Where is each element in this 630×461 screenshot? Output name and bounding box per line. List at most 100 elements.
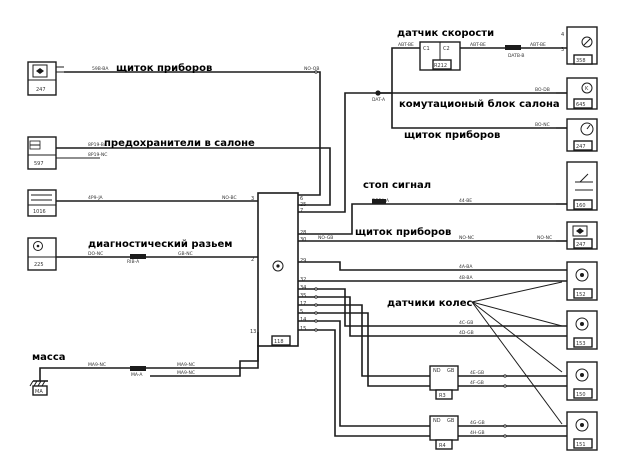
svg-text:MA9-NC: MA9-NC bbox=[177, 362, 195, 368]
ground-code: MA bbox=[35, 389, 43, 395]
svg-text:RIB-A: RIB-A bbox=[127, 259, 140, 265]
svg-text:BO-DB: BO-DB bbox=[535, 87, 550, 93]
svg-text:4E-GB: 4E-GB bbox=[470, 370, 484, 376]
svg-text:44-BE: 44-BE bbox=[459, 198, 472, 204]
speed-sensor-connector: C1 C2 R212 DATB-B bbox=[419, 41, 567, 71]
svg-text:DO-NC: DO-NC bbox=[88, 251, 103, 257]
left-4-code: 225 bbox=[34, 262, 44, 268]
body-control-unit-code: 645 bbox=[576, 102, 586, 108]
svg-text:NO-NC: NO-NC bbox=[537, 235, 552, 241]
left-component-relay: 1016 bbox=[27, 189, 57, 217]
label-instrument-panel-mid: щиток приборов bbox=[355, 226, 451, 238]
svg-text:4P9-JA: 4P9-JA bbox=[88, 195, 104, 201]
svg-text:BO-NC: BO-NC bbox=[535, 122, 550, 128]
label-brake-light: стоп сигнал bbox=[363, 180, 431, 191]
svg-text:ABT-BE: ABT-BE bbox=[530, 42, 546, 48]
left-2-code: 597 bbox=[34, 161, 44, 167]
label-instrument-panel-top: щиток приборов bbox=[116, 62, 212, 74]
svg-text:14: 14 bbox=[300, 317, 306, 323]
svg-text:4A-BA: 4A-BA bbox=[459, 264, 473, 270]
wheel-sensor-icon bbox=[575, 368, 589, 382]
svg-text:17: 17 bbox=[300, 301, 306, 307]
right-component-instrument-panel-mid: 247 bbox=[556, 221, 598, 250]
left-component-fuse-box: 597 bbox=[27, 136, 57, 170]
svg-text:3: 3 bbox=[561, 47, 564, 53]
instrument-panel-icon bbox=[32, 64, 48, 78]
svg-text:59B-BA: 59B-BA bbox=[92, 66, 109, 72]
inline-connector-a: ND GB R3 bbox=[429, 365, 459, 400]
wheel-sensor-2-code: 153 bbox=[576, 341, 586, 347]
control-unit-icon: K bbox=[581, 82, 593, 94]
svg-text:4F-GB: 4F-GB bbox=[470, 380, 484, 386]
wires-right-top: DAT-A ABT-BE ABT-BE ABT-BE BO-DB BO-NC D… bbox=[298, 42, 556, 242]
label-speed-sensor: датчик скорости bbox=[397, 28, 494, 39]
svg-text:MA-A: MA-A bbox=[131, 372, 143, 378]
svg-text:3: 3 bbox=[251, 196, 254, 202]
right-component-instrument-panel-top: 247 bbox=[556, 118, 598, 152]
left-3-code: 1016 bbox=[33, 209, 46, 215]
label-instrument-panel-right: щиток приборов bbox=[404, 129, 500, 141]
ground-symbol: MA bbox=[29, 372, 48, 396]
svg-text:GB: GB bbox=[447, 368, 455, 374]
label-cabin-fuses: предохранители в салоне bbox=[104, 138, 255, 149]
svg-text:NO-NC: NO-NC bbox=[459, 235, 474, 241]
wires-left: 59B-BA NO-OB 8P19-BA 8P19-NC 4P9-JA NO-B… bbox=[39, 66, 331, 378]
svg-text:4C-GB: 4C-GB bbox=[459, 320, 473, 326]
wheel-sensor-152: 152 bbox=[566, 261, 598, 301]
left-component-diagnostic-connector: 225 bbox=[27, 237, 57, 271]
brake-switch-icon bbox=[575, 173, 593, 191]
label-body-control-unit: комутационый блок салона bbox=[399, 98, 560, 110]
label-wheel-sensors: датчики колес bbox=[387, 298, 473, 309]
svg-text:4: 4 bbox=[561, 32, 564, 38]
svg-text:15: 15 bbox=[300, 326, 306, 332]
wheel-sensor-leaders bbox=[471, 281, 563, 425]
speed-sensor-icon bbox=[581, 36, 593, 48]
svg-text:7: 7 bbox=[300, 208, 303, 214]
wires-wheel-sensors: 4A-BA 4B-BA 4C-GB 4D-GB 4E-GB 4F-GB 4G-G… bbox=[298, 261, 567, 438]
svg-text:GB-NC: GB-NC bbox=[178, 251, 193, 257]
wheel-sensor-153: 153 bbox=[566, 310, 598, 350]
svg-text:8P19-NC: 8P19-NC bbox=[88, 152, 107, 158]
brake-switch-code: 160 bbox=[576, 203, 586, 209]
svg-text:28: 28 bbox=[300, 230, 306, 236]
svg-text:6: 6 bbox=[300, 196, 303, 202]
svg-text:DAT-A: DAT-A bbox=[372, 97, 386, 103]
svg-text:5: 5 bbox=[300, 309, 303, 315]
connector-b-code: R4 bbox=[439, 443, 446, 449]
wheel-sensor-icon bbox=[575, 317, 589, 331]
svg-text:30: 30 bbox=[300, 237, 306, 243]
inline-connector-b: ND GB R4 bbox=[429, 415, 459, 450]
svg-text:4G-GB: 4G-GB bbox=[470, 420, 485, 426]
svg-text:NO-OB: NO-OB bbox=[304, 66, 319, 72]
ecu-block: 118 6 25 7 28 30 29 32 34 35 17 5 14 15 … bbox=[250, 192, 306, 347]
svg-text:29: 29 bbox=[300, 258, 306, 264]
instrument-panel-mid-code: 247 bbox=[576, 242, 586, 248]
right-component-speed-sensor: 4 3 358 bbox=[561, 26, 598, 65]
wheel-sensor-3-code: 150 bbox=[576, 392, 586, 398]
label-ground: масса bbox=[32, 352, 66, 363]
svg-text:4B-BA: 4B-BA bbox=[459, 275, 474, 281]
svg-text:13: 13 bbox=[250, 329, 256, 335]
svg-text:C1: C1 bbox=[423, 46, 430, 52]
svg-text:NO-BC: NO-BC bbox=[222, 195, 237, 201]
fuse-box-icon bbox=[29, 140, 41, 150]
gauge-icon bbox=[580, 122, 594, 136]
wheel-sensor-150: 150 bbox=[566, 361, 598, 401]
wheel-sensor-151: 151 bbox=[566, 411, 598, 451]
svg-text:2: 2 bbox=[251, 257, 254, 263]
svg-text:C2: C2 bbox=[443, 46, 450, 52]
svg-text:32: 32 bbox=[300, 277, 306, 283]
svg-text:MA9-NC: MA9-NC bbox=[177, 370, 195, 376]
svg-text:35: 35 bbox=[300, 293, 306, 299]
connector-a-code: R3 bbox=[439, 393, 446, 399]
svg-text:GB: GB bbox=[447, 418, 455, 424]
svg-text:DATB-B: DATB-B bbox=[508, 53, 525, 59]
svg-text:MA9-NC: MA9-NC bbox=[88, 362, 106, 368]
svg-text:ABT-BE: ABT-BE bbox=[398, 42, 414, 48]
speed-sensor-code: 358 bbox=[576, 58, 586, 64]
wheel-sensor-icon bbox=[575, 268, 589, 282]
wheel-sensor-1-code: 152 bbox=[576, 292, 586, 298]
diagnostic-connector-icon bbox=[33, 241, 43, 251]
instrument-panel-icon-mid bbox=[572, 225, 588, 237]
